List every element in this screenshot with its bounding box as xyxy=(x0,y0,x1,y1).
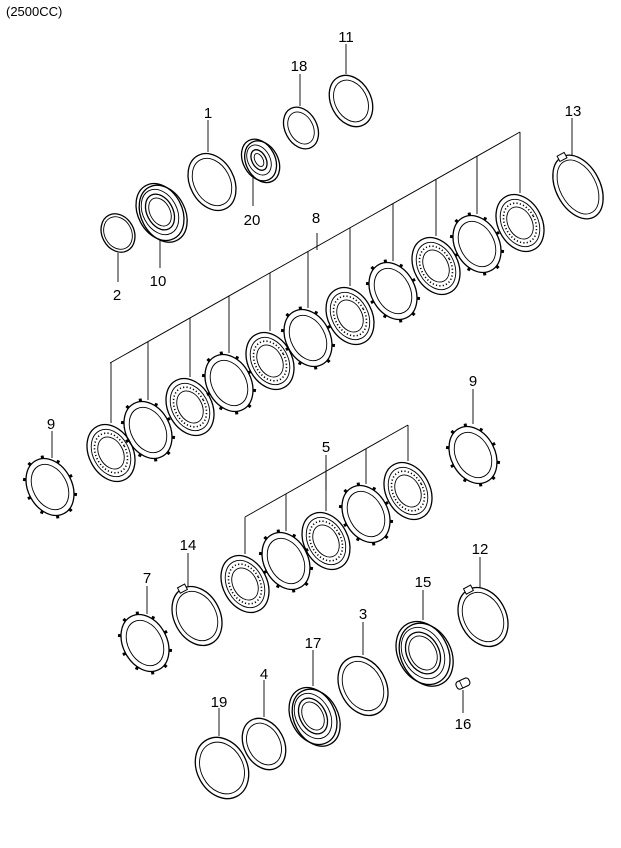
callout-label-c14: 14 xyxy=(180,537,197,554)
clutch-plate-5-2 xyxy=(258,529,314,593)
callout-label-c4: 4 xyxy=(260,666,268,683)
clutch-plate-8-6 xyxy=(280,306,336,370)
callout-label-c16: 16 xyxy=(455,716,472,733)
ring-1 xyxy=(187,152,237,212)
clutch-plate-8-10 xyxy=(449,212,505,276)
ring-19 xyxy=(194,736,250,800)
diagram-title: (2500CC) xyxy=(6,4,63,19)
clutch-plate-8-11 xyxy=(495,193,545,253)
snap-ring-12 xyxy=(457,584,509,648)
snap-ring-13 xyxy=(552,151,604,220)
callout-label-c12: 12 xyxy=(472,541,489,558)
leader-lines xyxy=(51,44,573,736)
callout-label-c5: 5 xyxy=(322,439,330,456)
snap-ring-14 xyxy=(171,583,223,647)
ring-18 xyxy=(282,106,320,150)
callout-label-c19: 19 xyxy=(211,694,228,711)
callout-label-c9a: 9 xyxy=(47,416,55,433)
callout-label-c20: 20 xyxy=(244,212,261,229)
ring-11 xyxy=(328,74,374,128)
steel-plate-9-right xyxy=(445,423,501,487)
clutch-plate-5-3 xyxy=(301,511,351,571)
callout-label-c8: 8 xyxy=(312,210,320,227)
snap-ring-2 xyxy=(100,213,136,253)
clutch-plate-8-3 xyxy=(165,377,215,437)
drum-10 xyxy=(135,182,188,243)
steel-plate-7 xyxy=(117,611,173,675)
ring-20 xyxy=(240,138,281,184)
clutch-plate-8-8 xyxy=(365,259,421,323)
ring-3 xyxy=(337,655,389,717)
clutch-plate-8-4 xyxy=(201,351,257,415)
callout-label-c3: 3 xyxy=(359,606,367,623)
drum-15 xyxy=(395,620,454,687)
callout-label-c10: 10 xyxy=(150,273,167,290)
callout-label-c15: 15 xyxy=(415,574,432,591)
clutch-plate-5-1 xyxy=(220,554,270,614)
ring-4 xyxy=(241,717,287,771)
pin-16 xyxy=(455,677,471,690)
callout-label-c1: 1 xyxy=(204,105,212,122)
clutch-plate-8-5 xyxy=(245,331,295,391)
leader-5-bar xyxy=(244,424,409,518)
leader-8-bar xyxy=(109,131,521,364)
parts-layer xyxy=(22,74,604,800)
clutch-plate-8-9 xyxy=(411,236,461,296)
clutch-plate-8-2 xyxy=(120,398,176,462)
callout-label-c11: 11 xyxy=(338,29,354,46)
callout-label-c9b: 9 xyxy=(469,373,477,390)
clutch-plate-8-1 xyxy=(86,423,136,483)
callout-label-c7: 7 xyxy=(143,570,151,587)
callout-label-c17: 17 xyxy=(305,635,322,652)
callout-label-c13: 13 xyxy=(565,103,582,120)
callout-label-c2: 2 xyxy=(113,287,121,304)
callout-label-c18: 18 xyxy=(291,58,308,75)
steel-plate-9-left xyxy=(22,455,78,519)
